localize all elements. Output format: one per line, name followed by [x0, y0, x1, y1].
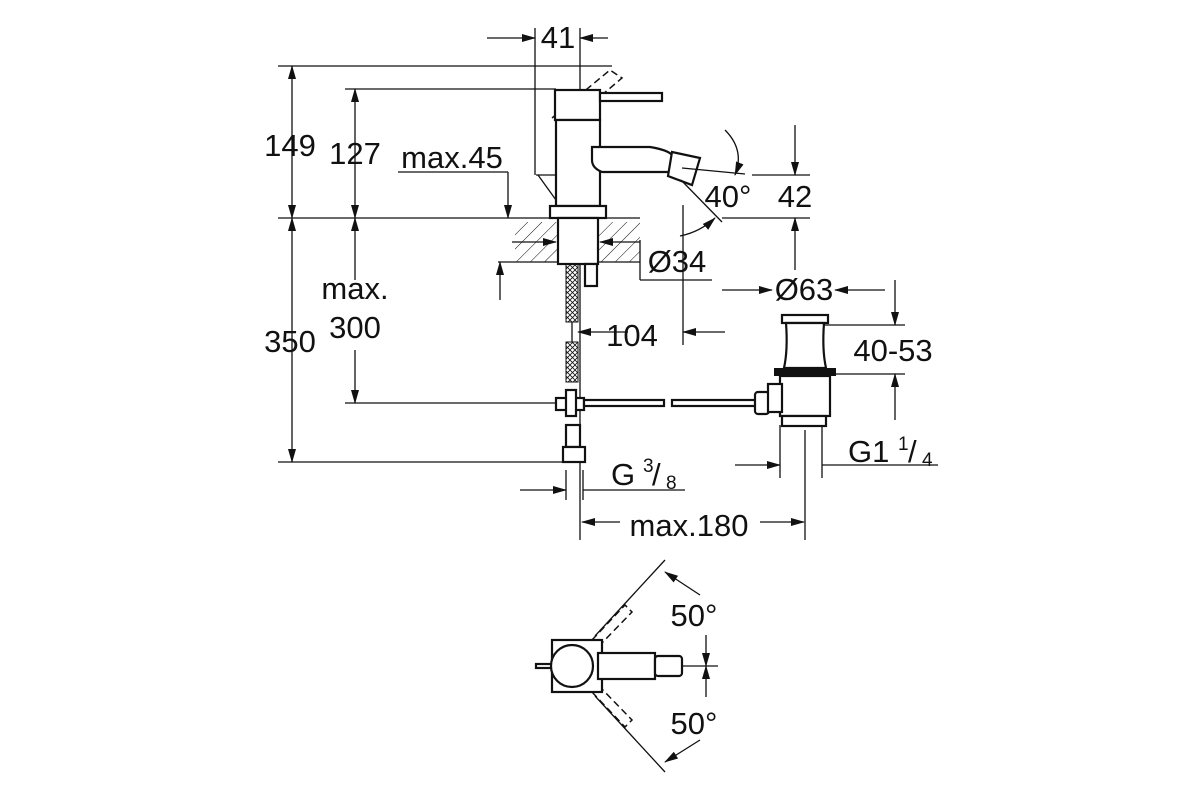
fraction-slash: /: [652, 457, 661, 492]
faucet-top-view: [534, 559, 718, 773]
dim-swivel-lower: 50°: [671, 706, 718, 741]
dim-waste-diameter: Ø63: [775, 272, 834, 307]
dimension-labels: 41 149 127 max.45 40° 42 Ø34 max. 300 35…: [264, 20, 933, 741]
dim-deck-max-45: max.45: [401, 140, 503, 175]
dim-supply-thread: G 3 / 8: [611, 456, 677, 494]
dim-waste-height: 40-53: [853, 333, 932, 368]
dim-height-350: 350: [264, 324, 316, 359]
waste-thread-den: 4: [922, 450, 933, 471]
dim-width-41: 41: [541, 20, 575, 55]
dim-spout-angle: 40°: [705, 179, 752, 214]
dim-height-127: 127: [329, 136, 381, 171]
supply-thread-num: 3: [643, 456, 654, 477]
faucet-side-view: [536, 69, 746, 383]
dim-spout-height-42: 42: [778, 179, 812, 214]
supply-thread-den: 8: [666, 473, 677, 494]
waste-thread-num: 1: [898, 434, 909, 455]
pop-up-waste: [554, 313, 836, 464]
supply-thread-main: G: [611, 457, 635, 492]
dim-hole-diameter: Ø34: [648, 244, 707, 279]
dim-swivel-upper: 50°: [671, 598, 718, 633]
dim-waste-thread: G1 1 / 4: [848, 434, 933, 471]
dim-height-149: 149: [264, 128, 316, 163]
dim-below-max-label: max.: [321, 271, 388, 306]
waste-thread-main: G1: [848, 434, 889, 469]
fraction-slash: /: [908, 434, 917, 469]
dim-rod-max-180: max.180: [630, 508, 749, 543]
dim-reach-104: 104: [606, 318, 658, 353]
dim-below-max-300: 300: [329, 310, 381, 345]
